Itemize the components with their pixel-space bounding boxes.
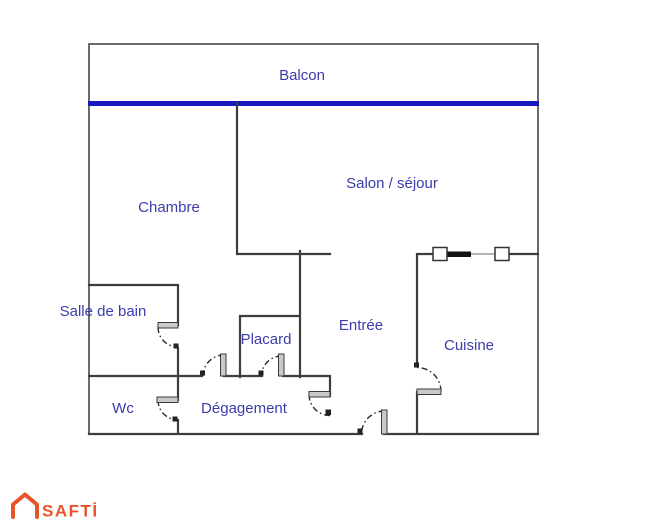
door-swing-arc — [308, 394, 331, 417]
room-label-salle-de-bain: Salle de bain — [60, 303, 147, 320]
door-stop-dot — [357, 428, 363, 434]
room-label-salon: Salon / séjour — [346, 175, 438, 192]
room-label-wc: Wc — [112, 400, 134, 417]
door-leaf — [381, 409, 388, 435]
interior-walls — [87, 101, 540, 436]
safti-house-icon — [11, 492, 39, 519]
outer-walls — [88, 43, 539, 435]
door-leaf — [416, 388, 442, 395]
door-cuisine — [414, 362, 442, 395]
room-label-placard: Placard — [241, 331, 292, 348]
door-stop-dot — [258, 370, 264, 376]
door-swing-arc — [416, 366, 442, 392]
door-leaf — [156, 396, 179, 403]
door-leaf — [278, 353, 285, 377]
room-label-balcon: Balcon — [279, 67, 325, 84]
door-entree-degagement — [308, 391, 331, 417]
safti-logo: SAFTİ — [11, 492, 99, 521]
window-sash-bar — [446, 251, 471, 257]
room-label-cuisine: Cuisine — [444, 337, 494, 354]
room-label-degagement: Dégagement — [201, 400, 288, 417]
door-leaf — [220, 353, 227, 377]
door-stop-dot — [172, 416, 178, 422]
door-stop-dot — [173, 343, 179, 349]
room-label-entree: Entrée — [339, 317, 383, 334]
door-leaf — [308, 391, 331, 398]
door-stop-dot — [200, 370, 205, 376]
door-wc — [156, 396, 179, 422]
door-main-entrance — [357, 409, 388, 435]
door-stop-dot — [414, 362, 419, 368]
door-leaf — [157, 322, 179, 329]
window-frame-right — [494, 246, 510, 262]
door-salle-de-bain — [157, 322, 179, 349]
door-placard — [258, 353, 285, 377]
door-stop-dot — [325, 409, 331, 415]
room-label-chambre: Chambre — [138, 199, 200, 216]
safti-brand-text: SAFTİ — [42, 502, 99, 521]
window-frame-left — [432, 246, 448, 262]
window-symbol — [432, 246, 510, 262]
door-degagement — [200, 353, 227, 377]
